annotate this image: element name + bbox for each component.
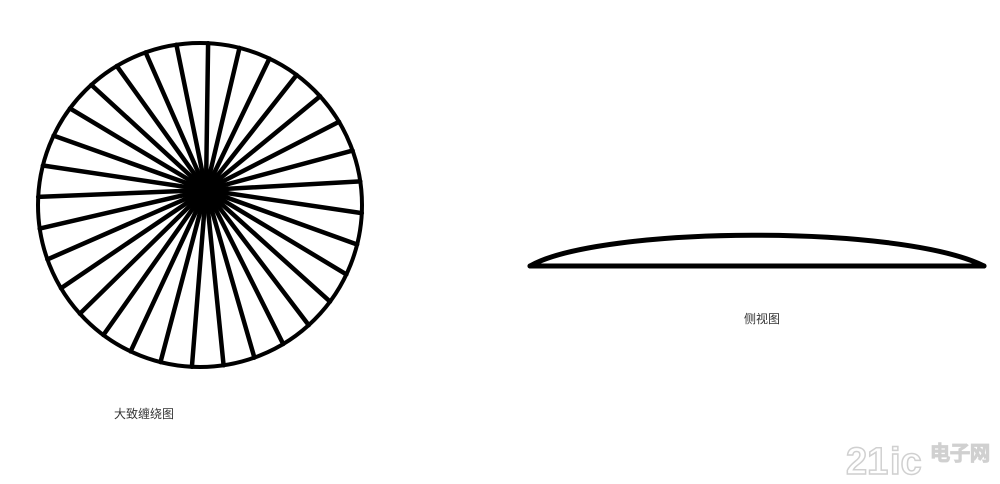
winding-spoke: [45, 187, 209, 262]
winding-spoke: [203, 94, 323, 193]
winding-spoke: [203, 148, 355, 193]
winding-spoke: [114, 63, 209, 193]
side-view-caption: 侧视图: [744, 312, 781, 326]
side-view-arc: [527, 232, 987, 269]
winding-spoke: [67, 106, 209, 193]
winding-spoke: [203, 187, 360, 247]
watermark-number: 21: [846, 441, 888, 480]
winding-spoke: [37, 187, 209, 231]
winding-spoke: [203, 187, 286, 347]
winding-spoke: [203, 187, 226, 368]
watermark-cn: 电子网: [930, 441, 990, 465]
top-view-caption: 大致缠绕图: [114, 407, 175, 421]
winding-spoke: [203, 187, 311, 328]
winding-spoke: [203, 45, 242, 193]
winding-spoke: [203, 187, 333, 304]
winding-outer-circle: [36, 41, 364, 369]
winding-spoke: [203, 119, 342, 193]
winding-spoke: [58, 187, 209, 291]
winding-spoke: [189, 187, 209, 370]
watermark-suffix: ic: [890, 441, 922, 480]
top-view-winding-diagram: [35, 40, 365, 370]
winding-spokes: [35, 40, 365, 370]
winding-spoke: [203, 56, 272, 193]
winding-spoke: [143, 50, 209, 193]
winding-spoke: [40, 163, 209, 193]
side-view-diagram: [527, 232, 987, 269]
winding-spoke: [77, 187, 209, 316]
winding-spoke: [158, 187, 209, 365]
winding-spoke: [89, 82, 209, 193]
winding-spoke: [35, 187, 209, 200]
winding-spoke: [203, 187, 257, 360]
winding-spoke: [203, 187, 349, 277]
winding-spoke: [101, 187, 209, 338]
winding-spoke: [51, 133, 209, 193]
watermark-logo: 21 ic 电子网: [846, 440, 991, 480]
winding-spoke: [203, 40, 211, 193]
winding-spoke: [128, 187, 209, 354]
winding-spoke: [203, 187, 365, 216]
winding-spoke: [174, 42, 209, 193]
winding-spoke: [203, 72, 299, 193]
winding-hub: [197, 181, 215, 199]
winding-spoke: [203, 179, 363, 193]
